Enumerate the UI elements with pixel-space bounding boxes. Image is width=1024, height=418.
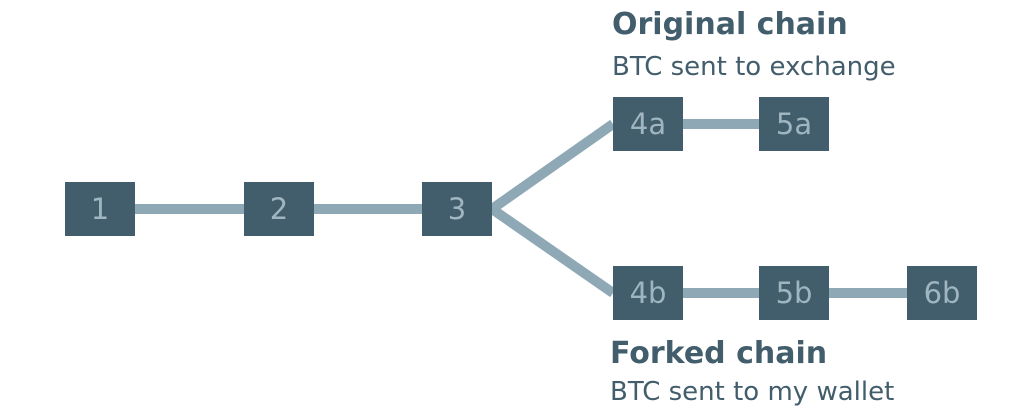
block-2: 2 (244, 182, 314, 236)
block-1: 1 (65, 182, 135, 236)
original-chain-title: Original chain (612, 7, 848, 42)
link-3-4b (489, 204, 616, 298)
forked-chain-subtitle: BTC sent to my wallet (610, 377, 895, 407)
forked-chain-title: Forked chain (610, 336, 828, 371)
link-3-4a (489, 119, 616, 214)
block-6b: 6b (907, 266, 977, 320)
block-4a: 4a (613, 97, 683, 151)
block-5a: 5a (759, 97, 829, 151)
original-chain-subtitle: BTC sent to exchange (612, 52, 896, 82)
block-4b: 4b (613, 266, 683, 320)
block-5b: 5b (759, 266, 829, 320)
block-3: 3 (422, 182, 492, 236)
